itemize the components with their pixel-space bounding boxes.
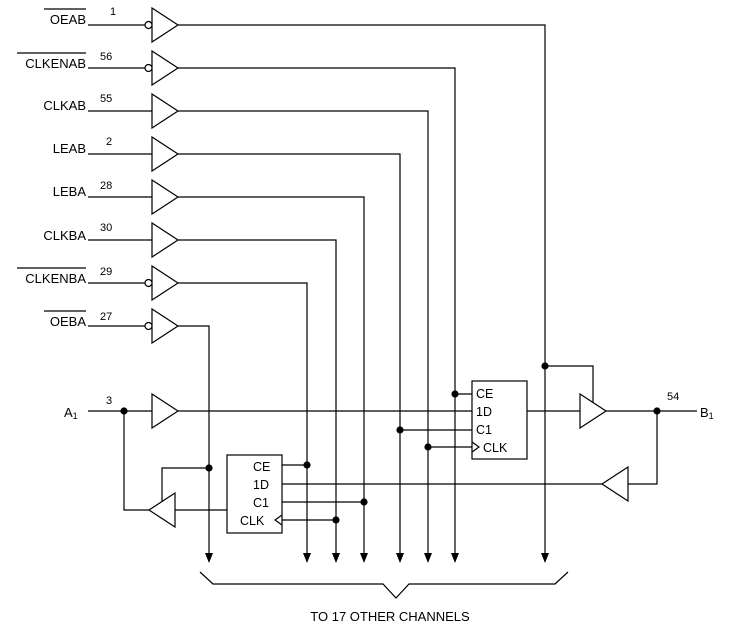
- register-ab-ce: CE: [476, 387, 493, 401]
- register-ab-d: 1D: [476, 405, 492, 419]
- pin-numbers: 1 56 55 2 28 30 29 27 3 54: [100, 6, 679, 407]
- buffer-symbol: [151, 392, 180, 430]
- input-wires: [88, 24, 152, 327]
- register-ba: [226, 454, 283, 534]
- inversion-bubble: [144, 20, 153, 30]
- signal-labels: OEAB CLKENAB CLKAB LEAB LEBA CLKBA CLKEN…: [25, 12, 86, 329]
- buffer-symbol: [151, 135, 180, 173]
- arrow-down-icon: [541, 553, 549, 563]
- register-ab-c1: C1: [476, 423, 492, 437]
- pin-number-a: 3: [106, 395, 112, 407]
- buffer-symbol: [151, 92, 180, 130]
- signal-oeba-label: OEBA: [50, 314, 86, 329]
- channels-brace: TO 17 OTHER CHANNELS: [199, 571, 569, 624]
- buffer-symbol: [600, 465, 629, 503]
- signal-clkenba-label: CLKENBA: [25, 271, 86, 286]
- signal-clkab-label: CLKAB: [43, 98, 86, 113]
- inversion-bubble: [144, 321, 153, 331]
- signal-leab-label: LEAB: [53, 141, 86, 156]
- pin-number: 55: [100, 93, 112, 105]
- signal-oeab-label: OEAB: [50, 12, 86, 27]
- input-buffers: [144, 6, 180, 345]
- buffer-symbol: [579, 392, 608, 430]
- register-ba-clk: CLK: [240, 514, 265, 528]
- a-to-b-path: A1 CE 1D C1 CLK B1: [64, 362, 714, 460]
- pin-number: 2: [106, 136, 112, 148]
- pin-number: 56: [100, 51, 112, 63]
- arrow-down-icon: [360, 553, 368, 563]
- signal-clkba-label: CLKBA: [43, 228, 86, 243]
- buffer-symbol: [151, 49, 180, 87]
- inversion-bubble: [144, 63, 153, 73]
- signal-leba-label: LEBA: [53, 184, 87, 199]
- inversion-bubble: [144, 278, 153, 288]
- channel-arrows: [205, 553, 549, 563]
- buffer-symbol: [151, 221, 180, 259]
- port-a-label: A1: [64, 405, 78, 421]
- register-ab: [471, 380, 528, 460]
- arrow-down-icon: [396, 553, 404, 563]
- arrow-down-icon: [332, 553, 340, 563]
- pin-number: 1: [110, 6, 116, 18]
- port-b-label: B1: [700, 405, 714, 421]
- buffer-symbol: [151, 264, 180, 302]
- pin-number: 27: [100, 311, 112, 323]
- footer-caption: TO 17 OTHER CHANNELS: [310, 609, 470, 624]
- arrow-down-icon: [205, 553, 213, 563]
- pin-number-b: 54: [667, 391, 679, 403]
- register-ba-d: 1D: [253, 478, 269, 492]
- pin-number: 30: [100, 222, 112, 234]
- b-to-a-path: CE 1D C1 CLK: [120, 407, 658, 534]
- register-ba-ce: CE: [253, 460, 270, 474]
- pin-number: 28: [100, 180, 112, 192]
- register-ba-c1: C1: [253, 496, 269, 510]
- arrow-down-icon: [303, 553, 311, 563]
- buffer-symbol: [151, 6, 180, 44]
- arrow-down-icon: [451, 553, 459, 563]
- signal-clkenab-label: CLKENAB: [25, 56, 86, 71]
- buffer-symbol: [151, 307, 180, 345]
- active-low-overbars: [17, 8, 86, 312]
- buffer-symbol: [151, 178, 180, 216]
- pin-number: 29: [100, 266, 112, 278]
- arrow-down-icon: [424, 553, 432, 563]
- register-ab-clk: CLK: [483, 441, 508, 455]
